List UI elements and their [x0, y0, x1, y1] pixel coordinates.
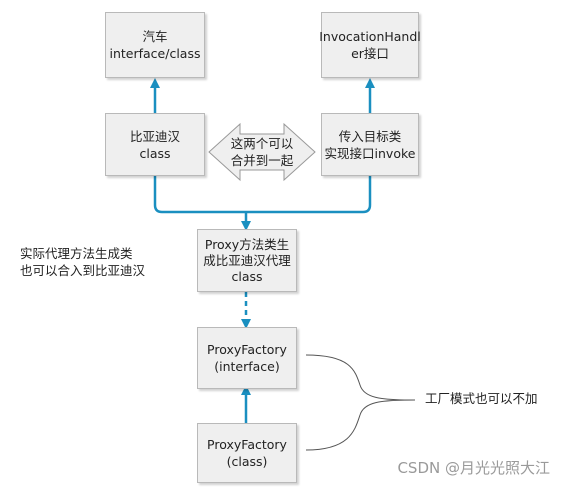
node-factory-if-line-1: ProxyFactory — [207, 342, 287, 357]
factory-note: 工厂模式也可以不加 — [425, 391, 538, 406]
watermark: CSDN @月光光照大江 — [397, 459, 550, 477]
node-byd-line-2: class — [139, 145, 171, 161]
node-invocation-handler: InvocationHandl er接口 — [319, 12, 421, 78]
node-car: 汽车 interface/class — [105, 12, 205, 78]
node-handler-line-1: InvocationHandl — [319, 29, 421, 44]
node-factory-cls-line-2: (class) — [226, 454, 268, 469]
side-note-line-1: 实际代理方法生成类 — [20, 246, 133, 261]
node-transfer-target: 传入目标类 实现接口invoke — [321, 113, 419, 176]
factory-brace — [305, 354, 416, 451]
node-transfer-line-2: 实现接口invoke — [324, 145, 416, 161]
node-proxy-factory-interface: ProxyFactory (interface) — [197, 327, 297, 389]
node-handler-line-2: er接口 — [351, 46, 389, 61]
node-car-line-1: 汽车 — [142, 29, 168, 44]
node-proxy-line-2: 成比亚迪汉代理 — [203, 252, 291, 268]
node-factory-cls-line-1: ProxyFactory — [207, 437, 287, 452]
node-byd: 比亚迪汉 class — [105, 113, 205, 176]
side-note: 实际代理方法生成类 也可以合入到比亚迪汉 — [20, 245, 145, 279]
node-car-line-2: interface/class — [109, 46, 201, 61]
node-proxy-factory-class: ProxyFactory (class) — [197, 423, 297, 483]
merge-note: 这两个可以 合并到一起 — [222, 135, 302, 169]
node-transfer-line-1: 传入目标类 — [338, 128, 402, 144]
merge-note-line-1: 这两个可以 — [230, 136, 294, 151]
node-proxy-line-3: class — [231, 268, 263, 284]
node-byd-line-1: 比亚迪汉 — [129, 128, 180, 144]
side-note-line-2: 也可以合入到比亚迪汉 — [20, 263, 146, 278]
node-proxy-line-1: Proxy方法类生 — [204, 236, 290, 252]
node-factory-if-line-2: (interface) — [214, 359, 280, 374]
merge-connector — [153, 176, 372, 214]
merge-note-line-2: 合并到一起 — [230, 153, 294, 168]
node-proxy-generator: Proxy方法类生 成比亚迪汉代理 class — [197, 229, 297, 292]
merge-double-arrow — [208, 122, 316, 182]
